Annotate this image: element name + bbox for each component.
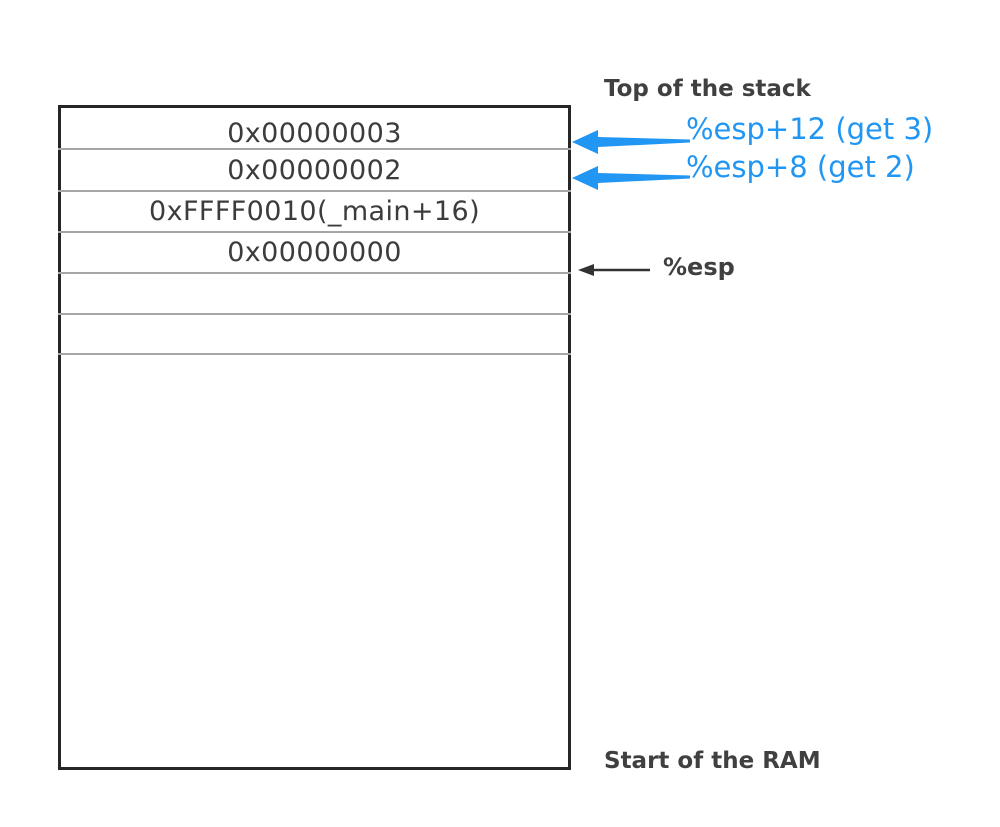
cell-separator-5 [58,313,571,315]
start-of-ram-label: Start of the RAM [604,748,821,774]
top-of-stack-label: Top of the stack [604,76,811,102]
cell-separator-3 [58,231,571,233]
esp-label: %esp [663,253,735,281]
stack-cell-value-1: 0x00000002 [227,155,402,186]
esp-plus-12-arrow-icon [572,130,690,154]
esp-plus-8-label: %esp+8 (get 2) [686,150,915,184]
stack-cell-value-2: 0xFFFF0010(_main+16) [149,196,480,227]
esp-plus-12-label: %esp+12 (get 3) [686,112,934,146]
cell-separator-6 [58,353,571,355]
esp-arrow-icon [578,264,650,276]
esp-plus-8-arrow-icon [572,166,690,190]
stack-cell-value-3: 0x00000000 [227,237,402,268]
stack-memory-box [58,105,571,770]
stack-cell-value-0: 0x00000003 [227,118,402,149]
cell-separator-1 [58,148,571,150]
cell-separator-4 [58,272,571,274]
cell-separator-2 [58,190,571,192]
